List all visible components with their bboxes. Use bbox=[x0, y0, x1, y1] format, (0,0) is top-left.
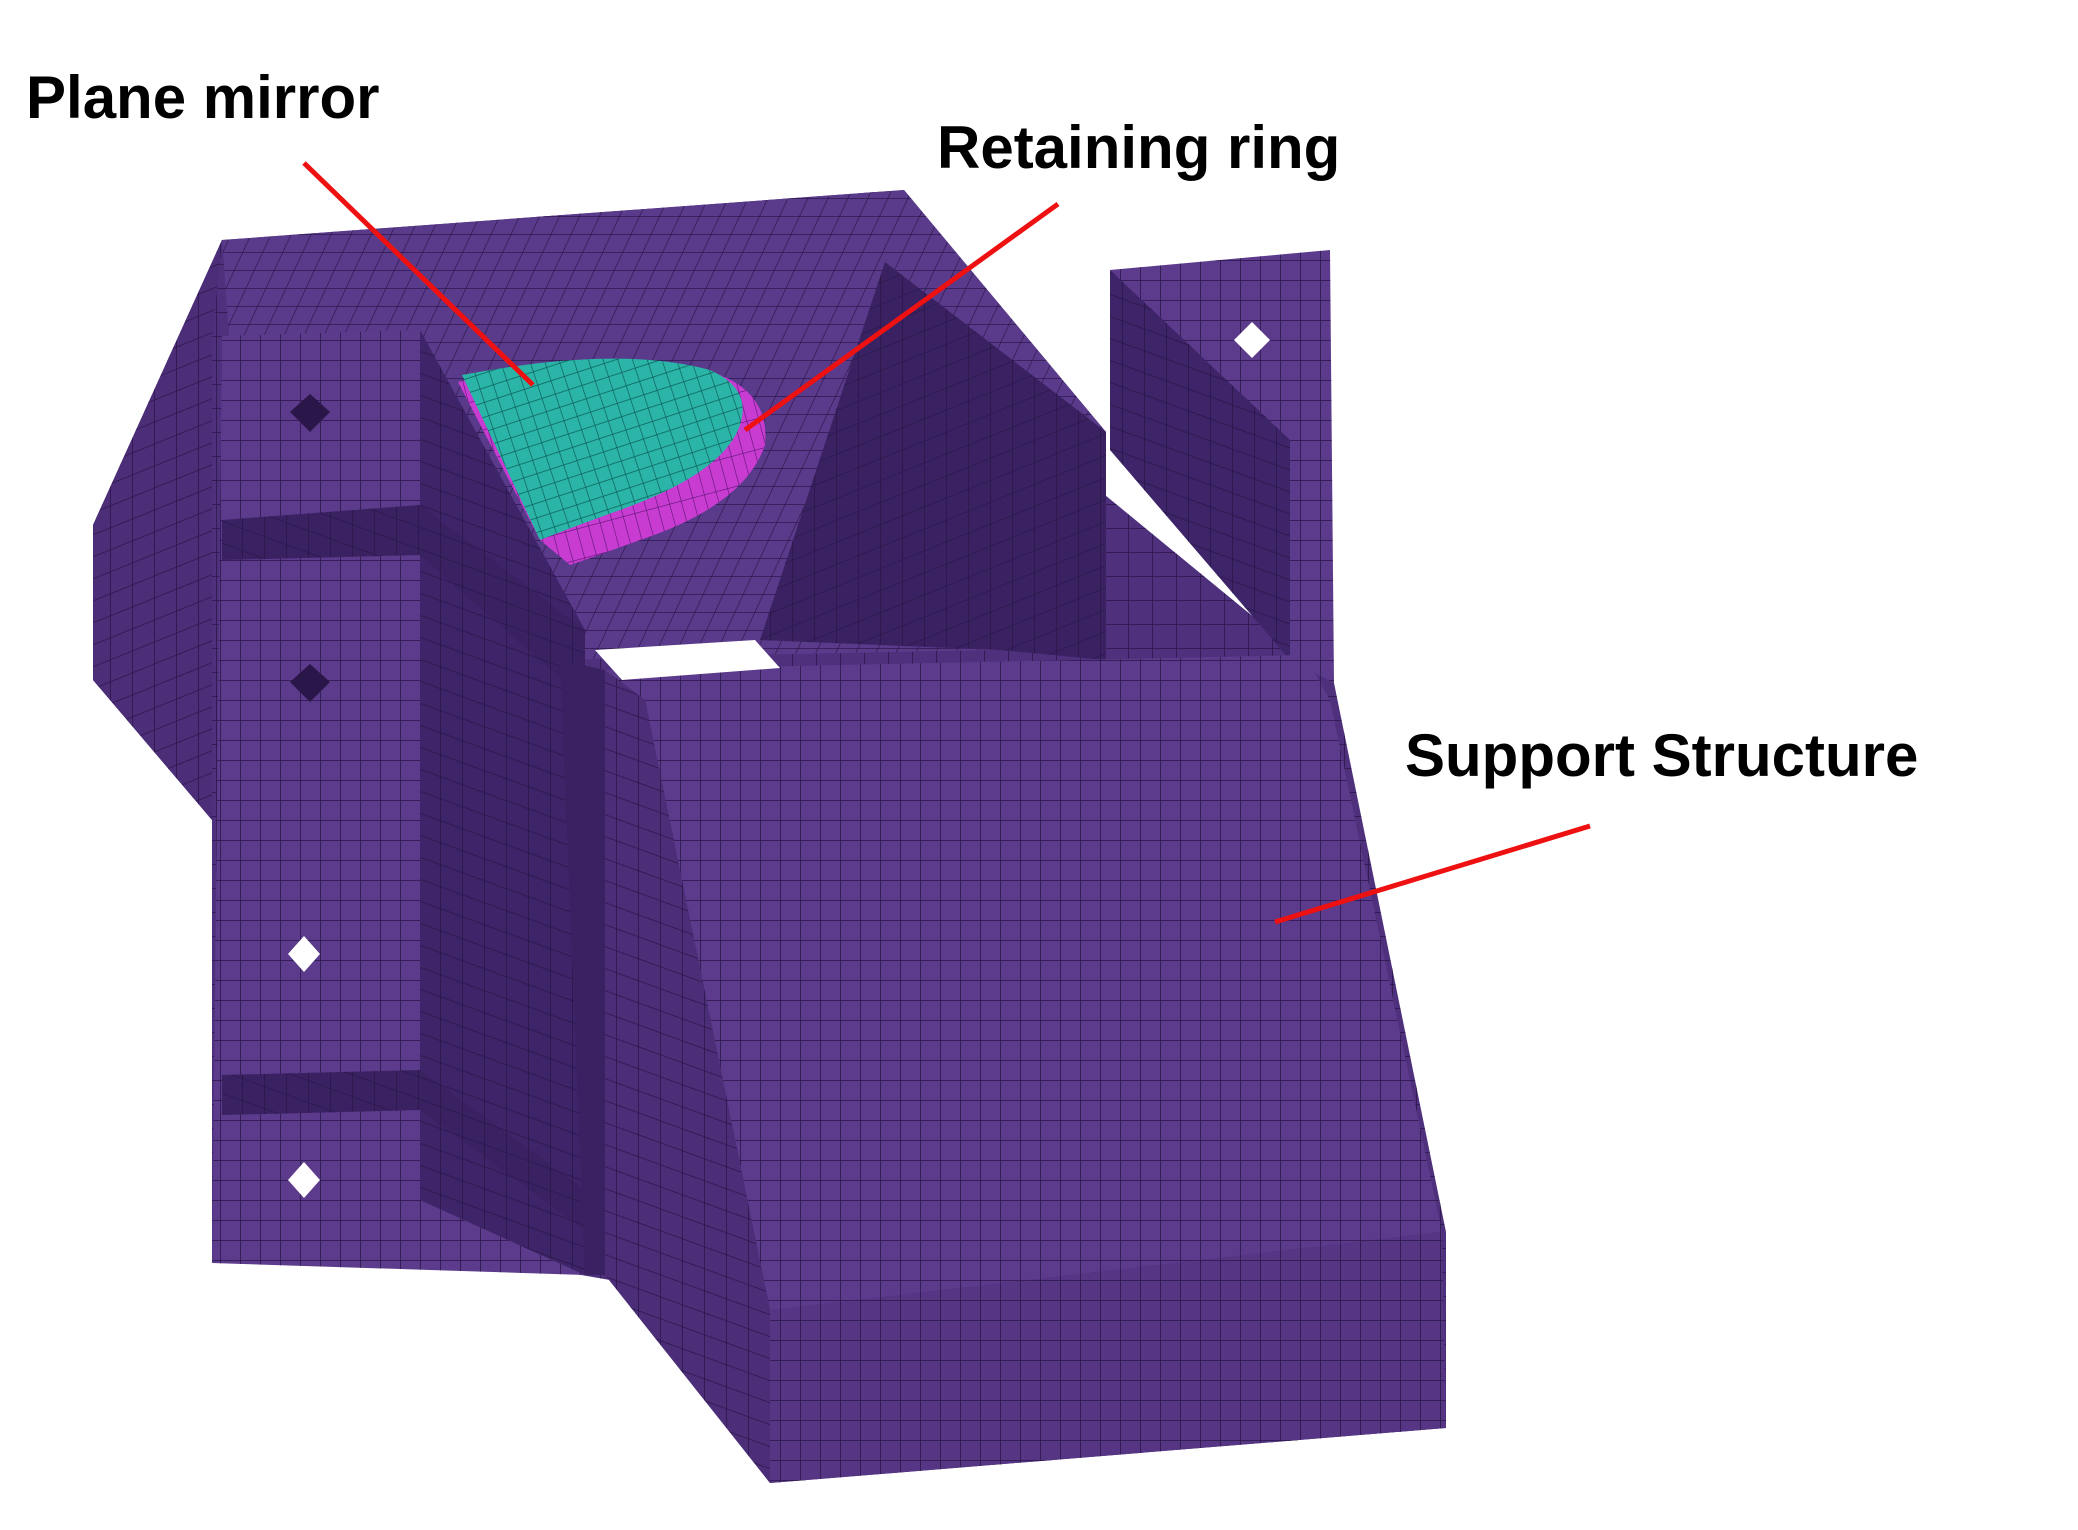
support-structure-body bbox=[93, 190, 1446, 1483]
support-structure-leader bbox=[1274, 823, 1591, 925]
left-plate-mesh bbox=[212, 330, 585, 1275]
support-structure-label: Support Structure bbox=[1405, 722, 1919, 789]
plane-mirror-mesh bbox=[462, 358, 743, 540]
leader-lines bbox=[302, 161, 1591, 925]
plane-mirror-leader bbox=[302, 161, 535, 387]
mounting-hole bbox=[290, 394, 330, 432]
optical-assembly bbox=[458, 358, 766, 565]
upper-shelf-mesh bbox=[222, 505, 585, 700]
left-sloped-face-mesh bbox=[93, 240, 222, 820]
right-rear-plate-side-mesh bbox=[1110, 270, 1290, 660]
ramp-front-face-mesh bbox=[770, 1232, 1446, 1483]
retaining-ring-leader bbox=[743, 201, 1060, 433]
mounting-hole bbox=[290, 664, 330, 702]
cavity-center-wall-mesh bbox=[760, 262, 1106, 660]
plane-mirror-label: Plane mirror bbox=[26, 64, 380, 131]
retaining-ring-label: Retaining ring bbox=[937, 114, 1341, 181]
center-divider bbox=[560, 660, 605, 1275]
lower-shelf-mesh bbox=[222, 1070, 585, 1230]
mounting-holes bbox=[288, 322, 1270, 1198]
mounting-hole bbox=[288, 1162, 320, 1198]
top-opening bbox=[595, 640, 780, 680]
ramp-left-face-mesh bbox=[605, 670, 770, 1483]
ramp-top-face-mesh bbox=[605, 655, 1442, 1310]
mounting-hole bbox=[288, 936, 320, 972]
mounting-hole bbox=[1234, 322, 1270, 358]
